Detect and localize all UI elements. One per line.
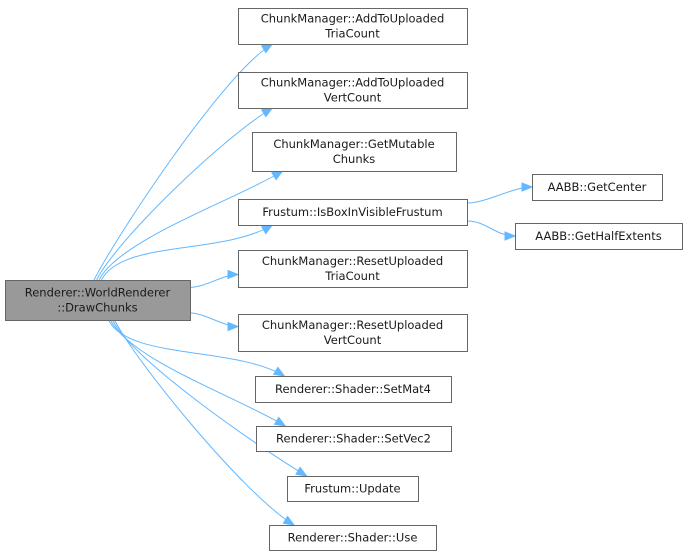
node-label: Renderer::Shader::Use (288, 531, 418, 545)
node-box (255, 376, 452, 403)
nodes-layer: Renderer::WorldRenderer::DrawChunksChunk… (5, 8, 683, 551)
edge-root-to-n2 (96, 107, 273, 281)
arrowhead-icon (504, 231, 517, 241)
node-label: AABB::GetCenter (548, 180, 647, 194)
node-label: ChunkManager::ResetUploaded (262, 318, 443, 332)
edge-root-to-n3 (98, 170, 283, 281)
node-box (5, 280, 191, 321)
edges-layer (93, 43, 534, 526)
node-label: VertCount (324, 91, 382, 105)
arrowhead-icon (272, 366, 286, 377)
node-box (238, 199, 468, 226)
arrowhead-icon (521, 182, 534, 192)
node-label: VertCount (324, 333, 382, 347)
arrowhead-icon (282, 515, 296, 526)
node-box (238, 72, 468, 109)
node-box (238, 250, 468, 288)
node-label: Frustum::Update (304, 482, 400, 496)
node-box (256, 426, 452, 452)
node-label: Renderer::Shader::SetVec2 (276, 432, 431, 446)
arrowhead-icon (260, 43, 274, 54)
node-aabb-getcenter[interactable]: AABB::GetCenter (532, 174, 663, 201)
edge-root-to-n1 (93, 43, 273, 281)
node-frustum-isboxinvisiblefrustum[interactable]: Frustum::IsBoxInVisibleFrustum (238, 199, 468, 226)
node-label: AABB::GetHalfExtents (535, 229, 661, 243)
node-box (515, 223, 683, 250)
node-box (252, 132, 457, 172)
node-renderer-shader-setvec2[interactable]: Renderer::Shader::SetVec2 (256, 426, 452, 452)
node-renderer-shader-setmat4[interactable]: Renderer::Shader::SetMat4 (255, 376, 452, 403)
arrowhead-icon (271, 170, 284, 181)
node-label: TriaCount (324, 269, 380, 283)
node-box (287, 476, 419, 502)
arrowhead-icon (260, 107, 274, 118)
node-label: Renderer::WorldRenderer (25, 286, 171, 300)
node-aabb-gethalfextents[interactable]: AABB::GetHalfExtents (515, 223, 683, 250)
node-frustum-update[interactable]: Frustum::Update (287, 476, 419, 502)
node-label: Chunks (333, 152, 376, 166)
node-label: ChunkManager::AddToUploaded (261, 12, 445, 26)
node-box (238, 314, 468, 352)
edge-root-to-n8 (110, 319, 286, 427)
node-label: ChunkManager::GetMutable (273, 137, 434, 151)
node-label: ChunkManager::AddToUploaded (261, 76, 445, 90)
arrowhead-icon (295, 466, 308, 477)
node-box (532, 174, 663, 201)
node-label: ::DrawChunks (57, 301, 137, 315)
arrowhead-icon (260, 224, 274, 235)
arrowhead-icon (227, 321, 240, 332)
arrowhead-icon (227, 269, 240, 280)
node-box (269, 525, 437, 551)
node-renderer-shader-use[interactable]: Renderer::Shader::Use (269, 525, 437, 551)
node-label: Renderer::Shader::SetMat4 (275, 382, 431, 396)
node-label: TriaCount (324, 27, 380, 41)
node-box (238, 8, 468, 45)
node-label: ChunkManager::ResetUploaded (262, 254, 443, 268)
node-label: Frustum::IsBoxInVisibleFrustum (262, 205, 442, 219)
edge-root-to-n10 (114, 319, 295, 526)
arrowhead-icon (273, 416, 287, 427)
node-renderer-worldrenderer-drawchunks[interactable]: Renderer::WorldRenderer::DrawChunks (5, 280, 191, 321)
edge-root-to-n4 (101, 224, 273, 281)
